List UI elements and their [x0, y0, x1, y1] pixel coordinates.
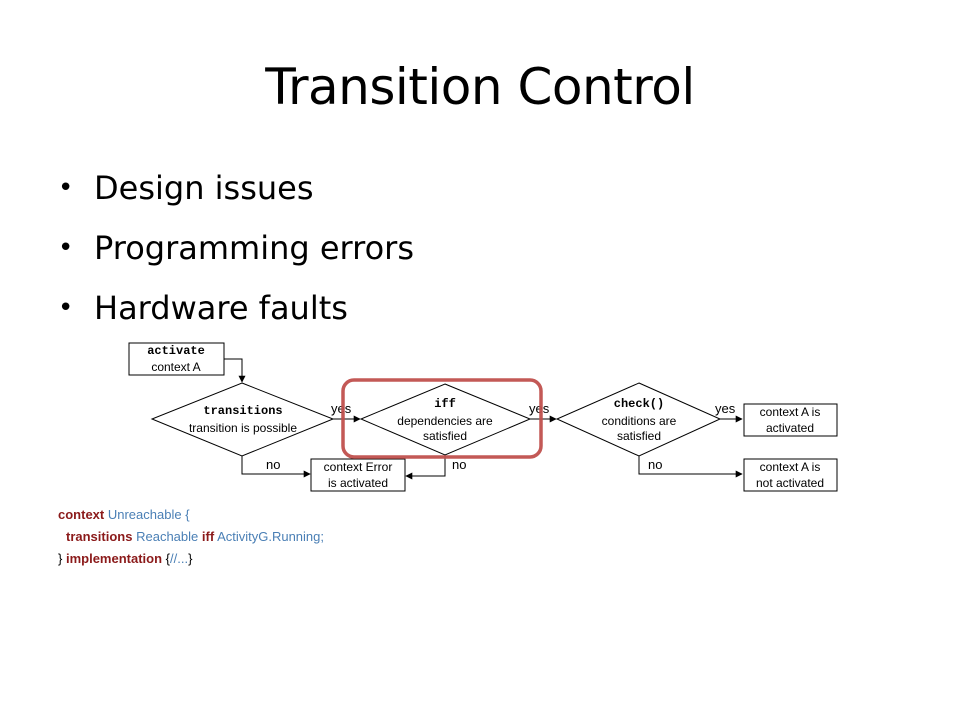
code-line-3: } implementation {//...}	[58, 548, 324, 570]
check-text-1: conditions are	[602, 414, 677, 428]
iff-text-2: satisfied	[423, 429, 467, 443]
code-line-1: context Unreachable {	[58, 504, 324, 526]
code-keyword: iff	[201, 529, 215, 544]
code-brace: {	[185, 507, 190, 522]
yes-label-3: yes	[715, 401, 736, 416]
code-keyword: transitions	[66, 529, 133, 544]
code-line-2: transitions Reachable iff ActivityG.Runn…	[58, 526, 324, 548]
bullet-item: • Hardware faults	[58, 278, 414, 338]
error-text-2: is activated	[328, 476, 388, 490]
bullet-dot: •	[58, 293, 74, 323]
arrow-iff-error	[405, 455, 446, 480]
bullet-list: • Design issues • Programming errors • Hard…	[58, 158, 414, 338]
code-snippet: context Unreachable { transitions Reacha…	[58, 504, 324, 570]
highlight-frame	[341, 378, 543, 459]
no-label-3: no	[648, 457, 662, 472]
iff-code: iff	[434, 397, 456, 411]
not-activated-text-2: not activated	[756, 476, 824, 490]
error-box	[310, 458, 406, 492]
bullet-dot: •	[58, 233, 74, 263]
code-identifier: Reachable	[136, 529, 199, 544]
code-brace: }	[58, 551, 63, 566]
activate-box	[128, 342, 225, 376]
code-comment: //...	[170, 551, 189, 566]
slide-title: Transition Control	[265, 58, 695, 116]
activated-box	[743, 403, 838, 437]
bullet-dot: •	[58, 173, 74, 203]
no-label-1: no	[266, 457, 280, 472]
no-label-2: no	[452, 457, 466, 472]
transitions-text: transition is possible	[189, 421, 297, 435]
bullet-item: • Design issues	[58, 158, 414, 218]
activate-code: activate	[147, 344, 205, 358]
error-text-1: context Error	[324, 460, 393, 474]
code-identifier: Unreachable	[107, 507, 182, 522]
code-keyword: implementation	[65, 551, 163, 566]
bullet-text: Programming errors	[94, 229, 414, 267]
bullet-text: Design issues	[94, 169, 314, 207]
not-activated-text-1: context A is	[760, 460, 821, 474]
flow-diagram: activate context A transitions transitio…	[128, 342, 838, 492]
iff-text-1: dependencies are	[397, 414, 493, 428]
check-code: check()	[614, 397, 664, 411]
arrow-transitions-error	[241, 456, 311, 478]
transitions-code: transitions	[203, 404, 282, 418]
activate-text: context A	[151, 360, 200, 374]
transitions-diamond	[150, 382, 335, 457]
activated-text-1: context A is	[760, 405, 821, 419]
not-activated-box	[743, 458, 838, 492]
code-brace: {	[165, 551, 171, 566]
arrow-activate-transitions	[224, 358, 246, 383]
arrow-check-not-activated	[638, 456, 743, 478]
code-condition: ActivityG.Running;	[217, 529, 324, 544]
code-brace: }	[188, 551, 193, 566]
bullet-text: Hardware faults	[94, 289, 348, 327]
bullet-item: • Programming errors	[58, 218, 414, 278]
activated-text-2: activated	[766, 421, 814, 435]
code-keyword: context	[58, 507, 105, 522]
check-text-2: satisfied	[617, 429, 661, 443]
